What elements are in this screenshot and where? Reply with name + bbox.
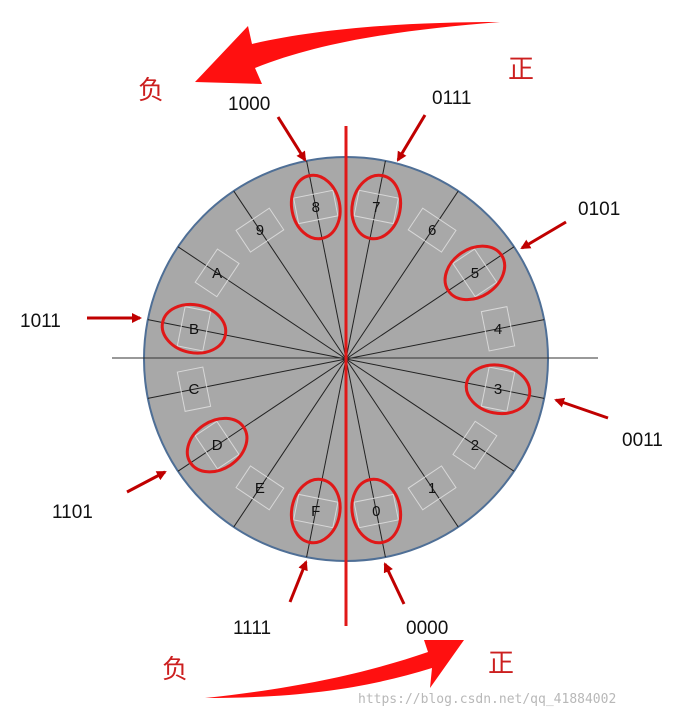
negative-label-top: 负 (138, 76, 164, 106)
segment-box-F (293, 493, 339, 529)
highlight-ring-7 (350, 173, 403, 241)
arrow-0111 (396, 114, 427, 162)
segment-label-8: 8 (312, 199, 320, 216)
binary-label-0111: 0111 (432, 88, 471, 109)
negative-label-bottom: 负 (162, 655, 188, 685)
segment-box-7 (353, 189, 399, 225)
segment-box-1 (407, 465, 457, 511)
segment-box-B (176, 306, 212, 352)
highlight-ring-F (289, 477, 342, 545)
segment-box-A (194, 248, 240, 298)
positive-label-top: 正 (508, 55, 534, 85)
highlight-ring-D (185, 416, 249, 474)
arrow-1111 (288, 560, 308, 603)
segment-box-E (235, 465, 285, 511)
segment-box-6 (407, 207, 457, 253)
binary-label-0000: 0000 (406, 618, 448, 639)
segment-label-C: C (189, 381, 200, 398)
highlight-ring-8 (289, 173, 342, 241)
segment-box-9 (235, 207, 285, 253)
segment-box-0 (353, 493, 399, 529)
segment-box-2 (452, 420, 498, 470)
segment-box-3 (480, 366, 516, 412)
watermark: https://blog.csdn.net/qq_41884002 (358, 692, 616, 707)
highlight-rings (160, 173, 532, 545)
arrow-1101 (126, 470, 167, 494)
binary-label-1111: 1111 (233, 618, 271, 639)
highlight-ring-3 (464, 363, 532, 416)
arrow-1000 (276, 116, 307, 162)
arrow-0101 (520, 220, 567, 250)
segment-label-0: 0 (372, 503, 380, 520)
segment-box-8 (293, 189, 339, 225)
segment-label-5: 5 (471, 265, 479, 282)
pointer-arrows (87, 114, 609, 605)
binary-label-1101: 1101 (52, 502, 93, 523)
segment-label-B: B (189, 321, 199, 338)
segment-label-6: 6 (428, 222, 436, 239)
segment-label-9: 9 (256, 222, 264, 239)
segment-label-F: F (311, 503, 320, 520)
binary-label-1000: 1000 (228, 94, 270, 115)
binary-label-1011: 1011 (20, 311, 61, 332)
highlight-ring-5 (443, 244, 507, 302)
segment-label-1: 1 (428, 480, 436, 497)
segment-label-E: E (255, 480, 265, 497)
segment-label-A: A (212, 265, 222, 282)
negative-direction-arrow-top (195, 22, 500, 84)
segment-label-D: D (212, 437, 223, 454)
segment-label-7: 7 (372, 199, 380, 216)
segment-label-4: 4 (494, 321, 502, 338)
arrow-0011 (554, 397, 609, 420)
segment-box-C (176, 366, 212, 412)
segment-label-3: 3 (494, 381, 502, 398)
binary-label-0011: 0011 (622, 430, 663, 451)
highlight-ring-B (160, 302, 228, 355)
positive-direction-arrow-bottom (205, 640, 464, 698)
segment-box-D (194, 420, 240, 470)
binary-label-0101: 0101 (578, 199, 620, 220)
highlight-ring-0 (350, 477, 403, 545)
segment-box-5 (452, 248, 498, 298)
segment-label-2: 2 (471, 437, 479, 454)
positive-label-bottom: 正 (488, 649, 514, 679)
arrow-0000 (383, 562, 406, 605)
segment-box-4 (480, 306, 516, 352)
